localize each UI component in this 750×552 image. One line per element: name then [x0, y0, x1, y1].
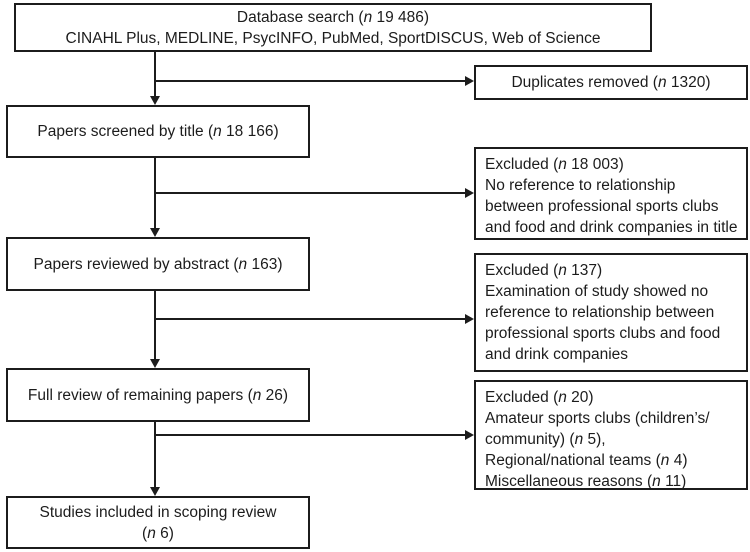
- box-text-line: and drink companies: [485, 346, 629, 363]
- box-text-line: professional sports clubs and food: [485, 325, 721, 342]
- box-text-line: Papers screened by title (n 18 166): [37, 123, 279, 140]
- arrowhead-right-icon: [465, 430, 474, 440]
- box-text-line: CINAHL Plus, MEDLINE, PsycINFO, PubMed, …: [65, 29, 601, 47]
- connector-database-to-screened: [154, 52, 156, 97]
- arrowhead-down-icon: [150, 359, 160, 368]
- box-duplicates-removed: Duplicates removed (n 1320): [474, 65, 748, 100]
- arrowhead-down-icon: [150, 487, 160, 496]
- connector-fullreview-to-included: [154, 422, 156, 488]
- box-text-line: Database search (n 19 486): [236, 8, 430, 26]
- box-text-line: No reference to relationship: [485, 177, 676, 194]
- box-text-line: reference to relationship between: [485, 304, 715, 321]
- box-text-line: Miscellaneous reasons (n 11): [485, 473, 687, 490]
- box-text-line: between professional sports clubs: [485, 198, 719, 215]
- box-excluded-at-full-review: Excluded (n 20) Amateur sports clubs (chi…: [474, 380, 748, 490]
- box-text-line: Full review of remaining papers (n 26): [27, 386, 289, 404]
- box-text-line: Duplicates removed (n 1320): [511, 74, 711, 91]
- box-text-line: Examination of study showed no: [485, 283, 709, 300]
- box-excluded-by-abstract: Excluded (n 137) Examination of study sho…: [474, 253, 748, 372]
- box-text-line: Amateur sports clubs (children’s/: [485, 410, 710, 427]
- connector-to-excluded-title: [155, 192, 466, 194]
- connector-to-excluded-full-review: [155, 434, 466, 436]
- box-papers-reviewed-by-abstract: Papers reviewed by abstract (n 163): [6, 237, 310, 291]
- box-database-search: Database search (n 19 486) CINAHL Plus, M…: [14, 3, 652, 52]
- connector-abstract-to-fullreview: [154, 291, 156, 360]
- box-text-line: Excluded (n 20): [485, 389, 594, 406]
- box-text-line: Excluded (n 18 003): [485, 156, 624, 173]
- box-text-line: and food and drink companies in title: [485, 219, 738, 236]
- box-text-line: Regional/national teams (n 4): [485, 452, 688, 469]
- box-excluded-by-title: Excluded (n 18 003) No reference to relat…: [474, 147, 748, 240]
- box-text-line: Studies included in scoping review: [39, 503, 277, 521]
- arrowhead-right-icon: [465, 188, 474, 198]
- box-full-review-remaining-papers: Full review of remaining papers (n 26): [6, 368, 310, 422]
- arrowhead-down-icon: [150, 228, 160, 237]
- box-text-line: (n 6): [142, 524, 174, 542]
- box-text-line: Papers reviewed by abstract (n 163): [33, 255, 283, 273]
- box-studies-included: Studies included in scoping review (n 6): [6, 496, 310, 549]
- connector-to-excluded-abstract: [155, 318, 466, 320]
- arrowhead-down-icon: [150, 96, 160, 105]
- box-papers-screened-by-title: Papers screened by title (n 18 166): [6, 105, 310, 158]
- connector-to-duplicates-removed: [155, 80, 466, 82]
- box-text-line: Excluded (n 137): [485, 262, 603, 279]
- box-text-line: community) (n 5),: [485, 431, 606, 448]
- arrowhead-right-icon: [465, 314, 474, 324]
- arrowhead-right-icon: [465, 76, 474, 86]
